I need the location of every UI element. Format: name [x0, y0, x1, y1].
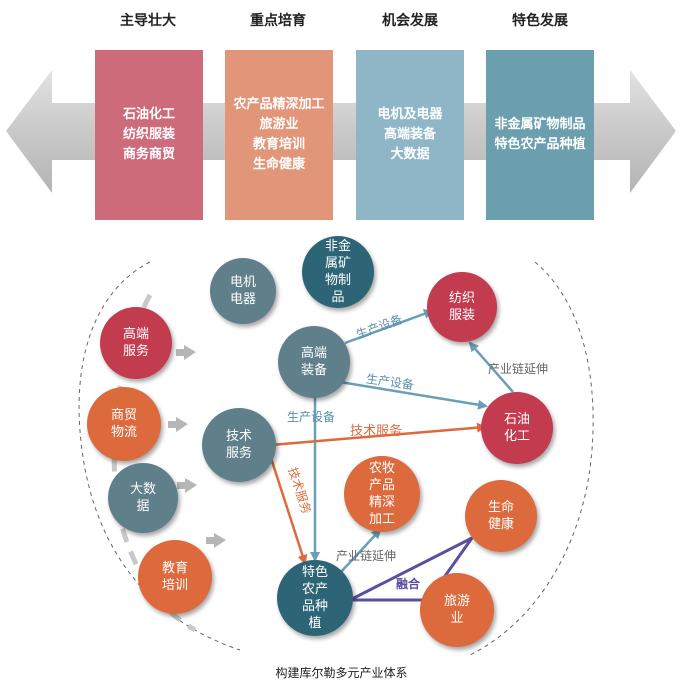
- node-high-end-services: 高端服务: [100, 307, 172, 379]
- node-big-data: 大数据: [108, 463, 178, 533]
- node-tourism: 旅游业: [420, 573, 494, 647]
- category-header: 重点培育: [250, 13, 306, 29]
- node-trade-logistics: 商贸物流: [87, 387, 161, 461]
- category-header: 特色发展: [512, 13, 568, 29]
- chevron-arrows: [168, 345, 226, 548]
- category-header: 机会发展: [382, 13, 438, 29]
- edge-label: 产业链延伸: [488, 362, 549, 376]
- figure-caption: 构建库尔勒多元产业体系: [275, 666, 408, 680]
- node-textile-apparel: 纺织服装: [427, 272, 497, 342]
- edge-label: 生产设备: [287, 410, 336, 424]
- node-agri-deep-processing: 农牧产品精深加工: [344, 456, 420, 532]
- node-motor-electrical: 电机电器: [210, 258, 276, 324]
- node-tech-services: 技术服务: [202, 408, 276, 482]
- node-high-end-equipment: 高端装备: [278, 326, 350, 398]
- node-education-training: 教育培训: [138, 540, 212, 614]
- node-petrochemical: 石油化工: [481, 392, 553, 464]
- edge-label: 融合: [396, 577, 421, 591]
- column-characteristic: 非金属矿物制品特色农产品种植: [486, 50, 594, 220]
- column-key-cultivation: 农产品精深加工旅游业教育培训生命健康: [225, 50, 333, 220]
- edge-label: 产业链延伸: [336, 549, 397, 563]
- column-opportunity: 电机及电器高端装备大数据: [356, 50, 464, 220]
- timeline-arrow: [6, 70, 676, 193]
- edge-label: 技术服务: [350, 424, 403, 439]
- category-header: 主导壮大: [120, 13, 176, 29]
- node-specialty-agriculture: 特色农产品种植: [277, 560, 353, 636]
- column-dominant: 石油化工纺织服装商务商贸: [95, 50, 203, 220]
- node-life-health: 生命健康: [465, 480, 537, 552]
- node-nonmetal-minerals: 非金属矿物制品: [302, 236, 374, 308]
